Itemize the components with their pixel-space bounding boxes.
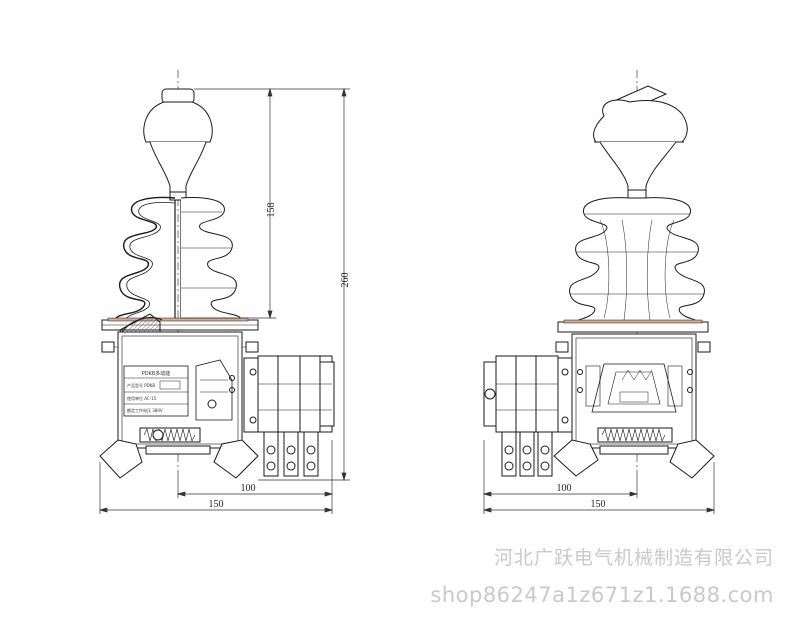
right-handle-neck	[599, 141, 677, 197]
dim-100-right: 100	[557, 483, 572, 494]
watermark-shop-url: shop86247a1z671z1.1688.com	[430, 583, 774, 607]
nameplate-line2: 使用单位 AC-15	[127, 395, 157, 401]
left-bellows	[180, 197, 242, 323]
right-dimensions	[482, 440, 716, 514]
left-view	[99, 70, 335, 479]
left-handle-neck	[149, 141, 207, 197]
nameplate-title: PDKB多动能	[142, 370, 171, 377]
dim-158: 158	[266, 203, 277, 218]
left-dimensions	[98, 87, 350, 514]
dim-260: 260	[340, 273, 351, 288]
nameplate-line3: 额定工作电压 380V	[127, 407, 163, 413]
watermark-company: 河北广跃电气机械制造有限公司	[493, 547, 774, 569]
left-contact-blocks	[243, 355, 335, 477]
dim-100-left: 100	[241, 483, 256, 494]
nameplate	[123, 365, 189, 417]
right-view	[483, 70, 715, 479]
dim-150-left: 150	[209, 499, 224, 510]
right-handle-knob	[593, 85, 688, 143]
nameplate-line1: 产品型号 PDKB	[127, 382, 155, 388]
right-bellows	[569, 197, 705, 325]
left-handle-knob	[143, 88, 213, 143]
dim-150-right: 150	[591, 499, 606, 510]
right-contact-blocks	[483, 355, 573, 477]
right-mount-plate	[557, 321, 709, 333]
